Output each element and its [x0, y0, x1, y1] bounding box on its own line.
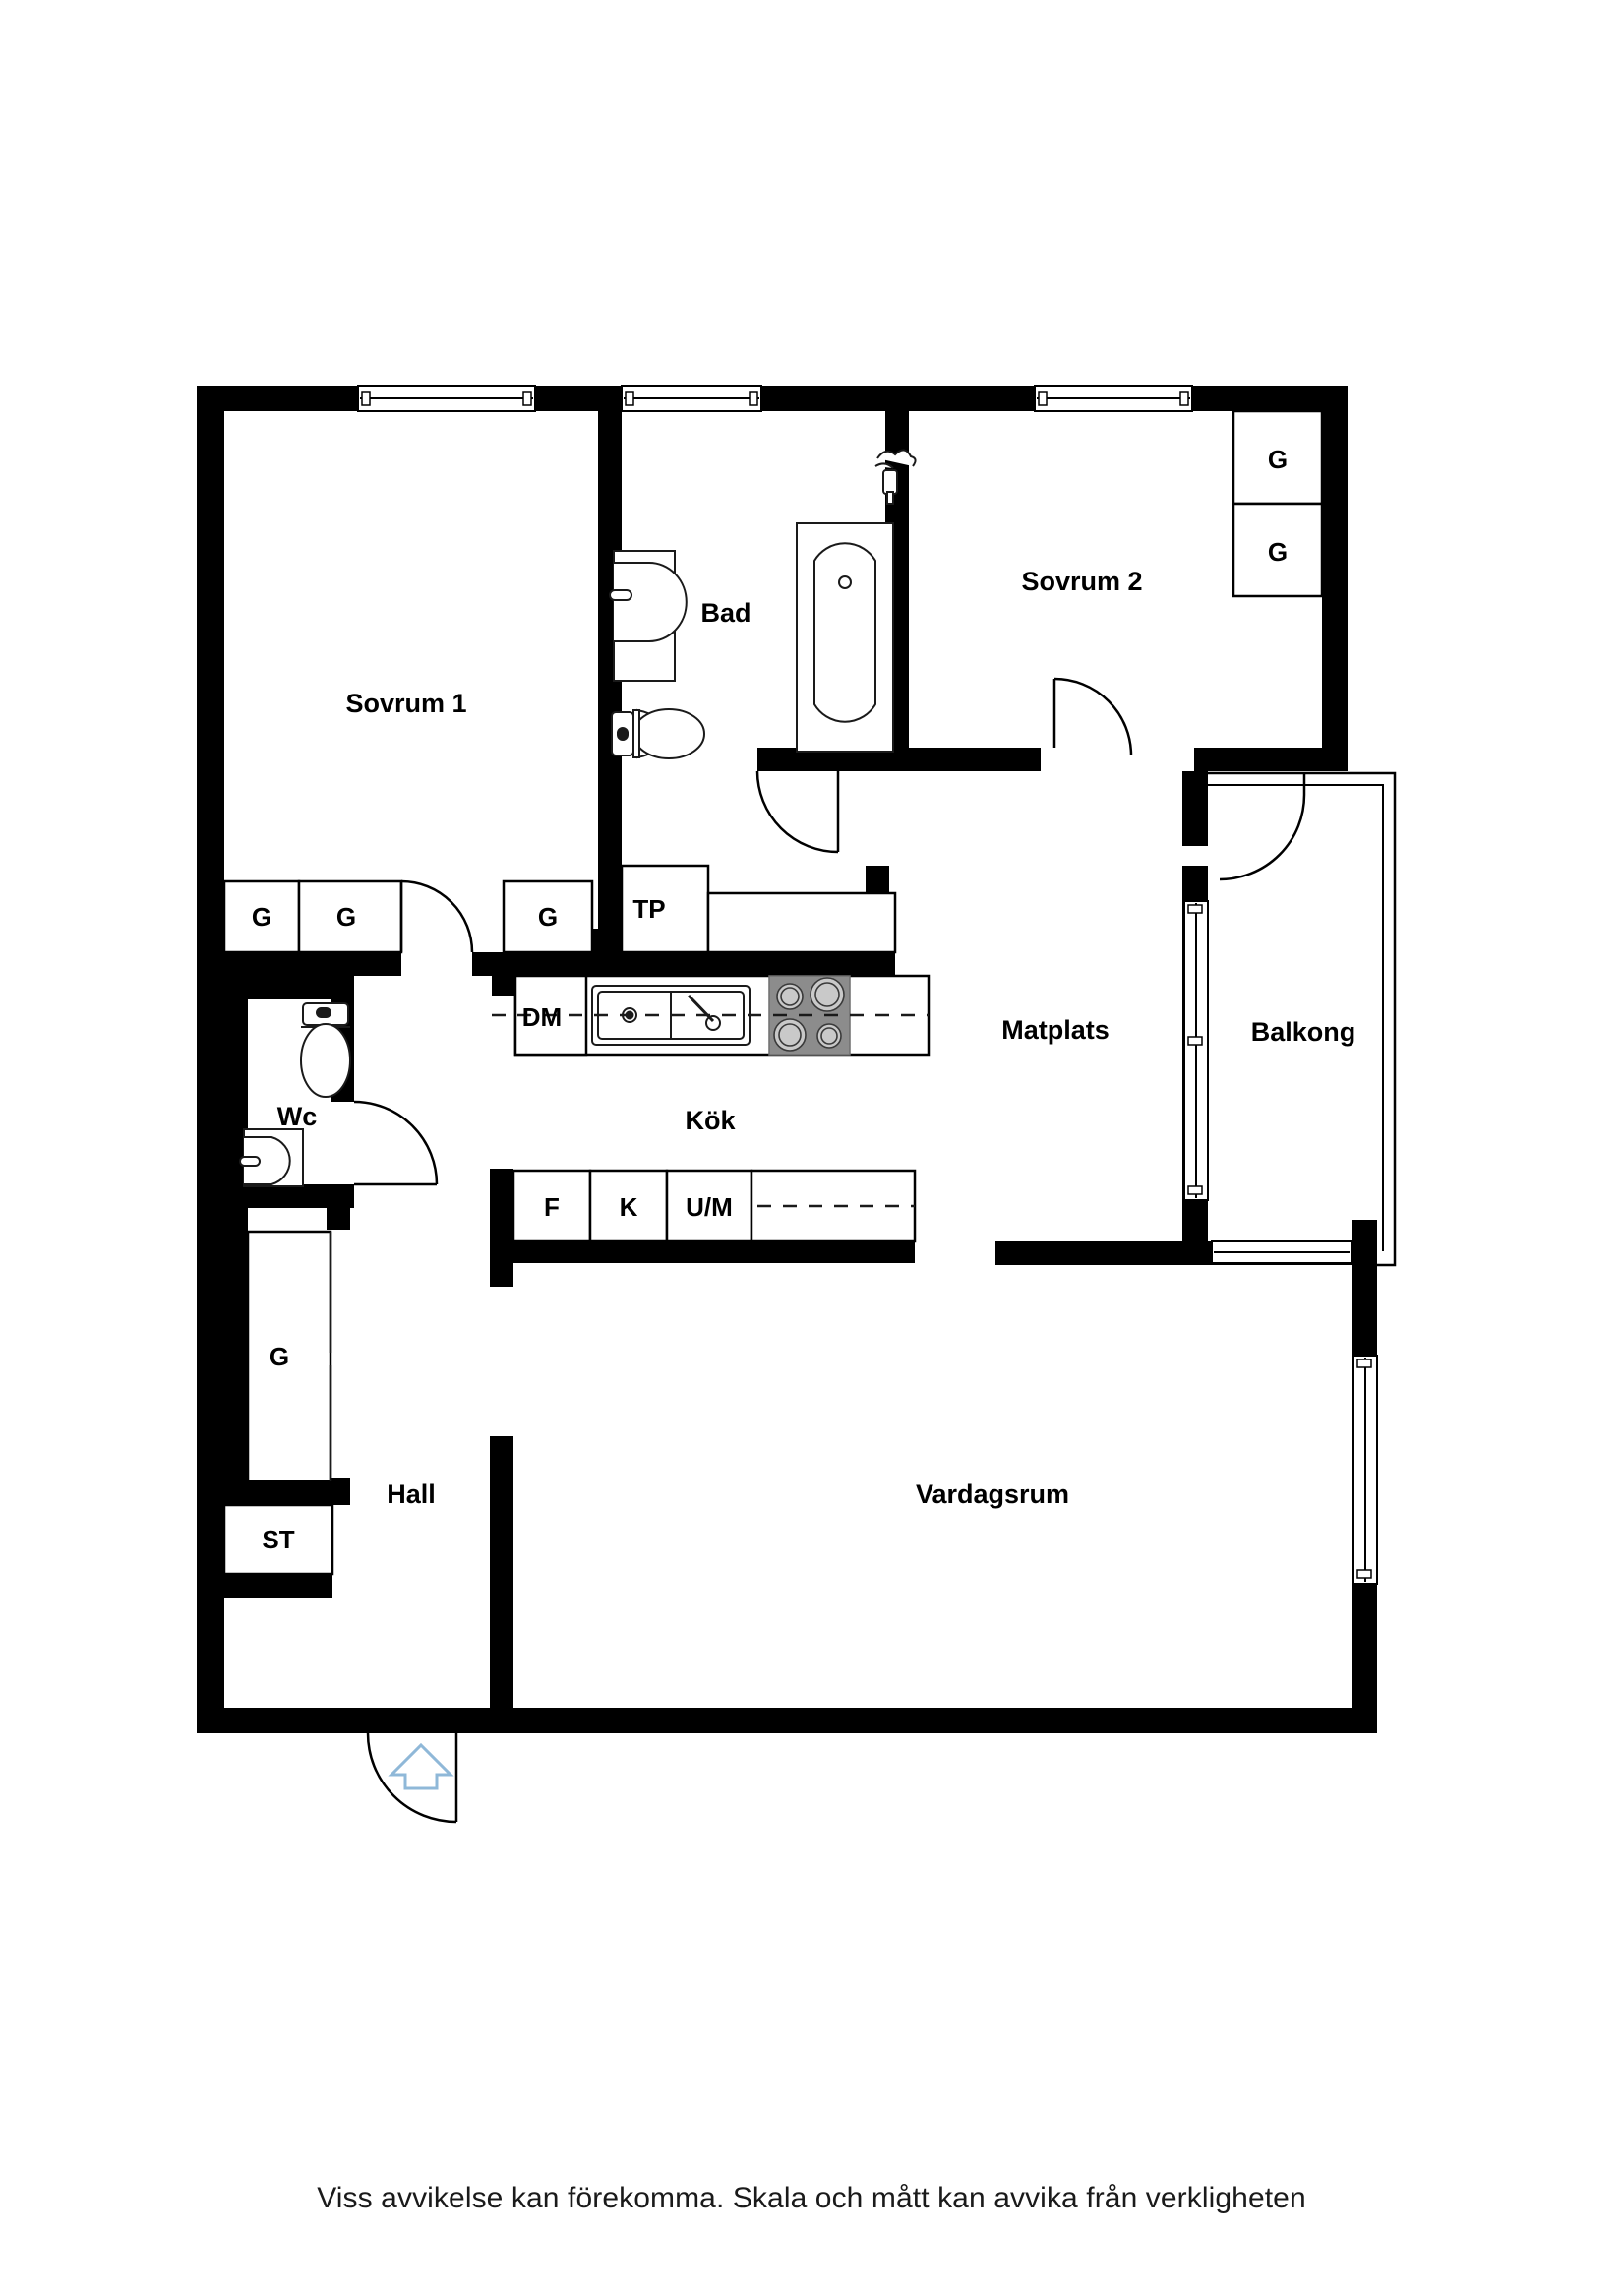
windows-group	[357, 385, 1378, 1585]
counter-tp-right	[706, 891, 897, 954]
closet-st-hall[interactable]	[222, 1503, 334, 1576]
wc-sink	[239, 1128, 304, 1187]
bad-sink-drain	[609, 589, 632, 601]
label-g-sovrum2-lower: G	[1268, 537, 1288, 567]
label-matplats: Matplats	[1001, 1015, 1110, 1045]
label-bad: Bad	[700, 598, 751, 628]
bathtub-basin	[813, 542, 876, 723]
win-sovrum2-top	[1034, 385, 1193, 412]
wall-hallcloset-ne	[327, 1208, 350, 1230]
wall-kitchen-north	[492, 952, 895, 976]
closet-g-sovrum1-left[interactable]	[222, 879, 301, 954]
win-bad-top	[621, 385, 762, 412]
closet-g-kok[interactable]	[502, 879, 594, 954]
wc-sink-drain	[239, 1156, 261, 1167]
balcony-railing	[1208, 771, 1397, 1267]
wall-sovrum2-south-left	[909, 748, 1041, 771]
wall-hall-vardagsrum	[490, 1436, 513, 1733]
wall-sovrum2-south-right	[1194, 748, 1348, 771]
bathtub-drain	[838, 575, 852, 589]
wall-west-outer	[197, 386, 224, 1733]
wall-corridor-west	[598, 854, 622, 976]
appliance-um[interactable]	[665, 1169, 753, 1243]
closet-g-sovrum2-lower[interactable]	[1232, 502, 1324, 598]
wall-balcony-door-jamb	[1182, 771, 1208, 846]
door-sovrum1[interactable]	[399, 879, 474, 953]
entrance-arrow	[388, 1742, 454, 1790]
bad-toilet	[611, 708, 705, 759]
label-wc: Wc	[277, 1102, 318, 1131]
appliance-labels: TP DM F K U/M	[522, 894, 733, 1222]
door-balkong[interactable]	[1219, 773, 1306, 881]
win-sovrum1-top	[357, 385, 536, 412]
closet-g-sovrum2-upper[interactable]	[1232, 409, 1324, 506]
door-bad[interactable]	[755, 770, 895, 854]
door-sovrum2[interactable]	[1052, 677, 1133, 756]
wall-sovrum1-south-left	[224, 952, 401, 976]
label-vardagsrum: Vardagsrum	[916, 1480, 1069, 1509]
win-vardagsrum-right	[1352, 1355, 1378, 1585]
door-wc[interactable]	[353, 1100, 439, 1186]
wall-east-jog	[1352, 1220, 1377, 1265]
label-um: U/M	[686, 1192, 733, 1222]
wc-fixtures	[239, 1002, 351, 1187]
label-hall: Hall	[387, 1480, 436, 1509]
wall-east-upper	[1322, 386, 1348, 771]
label-g-sovrum1-left: G	[252, 902, 271, 932]
doors-group	[353, 677, 1306, 1824]
win-balkong-bottom	[1211, 1240, 1352, 1264]
label-kok: Kök	[685, 1106, 736, 1135]
wall-balcony-sw-corner	[1182, 1220, 1208, 1245]
wall-hallcloset-south	[224, 1481, 350, 1505]
bad-sink-basin	[614, 562, 688, 642]
wall-st-south	[224, 1574, 332, 1598]
label-g-hall: G	[270, 1342, 289, 1371]
door-entry[interactable]	[366, 1732, 458, 1824]
label-f: F	[544, 1192, 560, 1222]
disclaimer-caption: Viss avvikelse kan förekomma. Skala och …	[317, 2182, 1306, 2214]
storage-labels: G G G G G G ST	[252, 445, 1288, 1554]
wall-south-outer	[197, 1708, 1377, 1733]
label-g-sovrum2-upper: G	[1268, 445, 1288, 474]
wall-counter-under	[490, 1241, 915, 1263]
closet-g-sovrum1-right[interactable]	[297, 879, 403, 954]
label-sovrum1: Sovrum 1	[345, 689, 466, 718]
wc-toilet-bowl	[300, 1023, 351, 1098]
label-st-hall: ST	[262, 1525, 294, 1554]
win-balkong-left	[1183, 900, 1209, 1201]
wall-wc-south	[224, 1184, 354, 1208]
kitchen-centerline	[492, 1013, 929, 1208]
label-dm: DM	[522, 1002, 562, 1032]
bad-bathtub	[796, 522, 894, 753]
room-labels: Sovrum 1 Bad Sovrum 2 Balkong Matplats K…	[277, 567, 1356, 1509]
wall-hallcloset-west	[224, 1208, 248, 1503]
label-g-sovrum1-right: G	[336, 902, 356, 932]
bad-toilet-bowl	[632, 708, 705, 759]
label-balkong: Balkong	[1251, 1017, 1356, 1047]
storage-boxes	[222, 409, 1324, 1576]
label-k: K	[620, 1192, 638, 1222]
wc-toilet	[300, 1002, 351, 1098]
label-sovrum2: Sovrum 2	[1021, 567, 1142, 596]
wall-kitchen-west-jog	[492, 952, 515, 996]
label-tp: TP	[632, 894, 665, 924]
bad-shower-mixer	[874, 449, 917, 505]
bad-fixtures	[609, 449, 917, 759]
label-g-kok: G	[538, 902, 558, 932]
closet-g-hall[interactable]	[246, 1230, 332, 1483]
appliance-f[interactable]	[511, 1169, 592, 1243]
